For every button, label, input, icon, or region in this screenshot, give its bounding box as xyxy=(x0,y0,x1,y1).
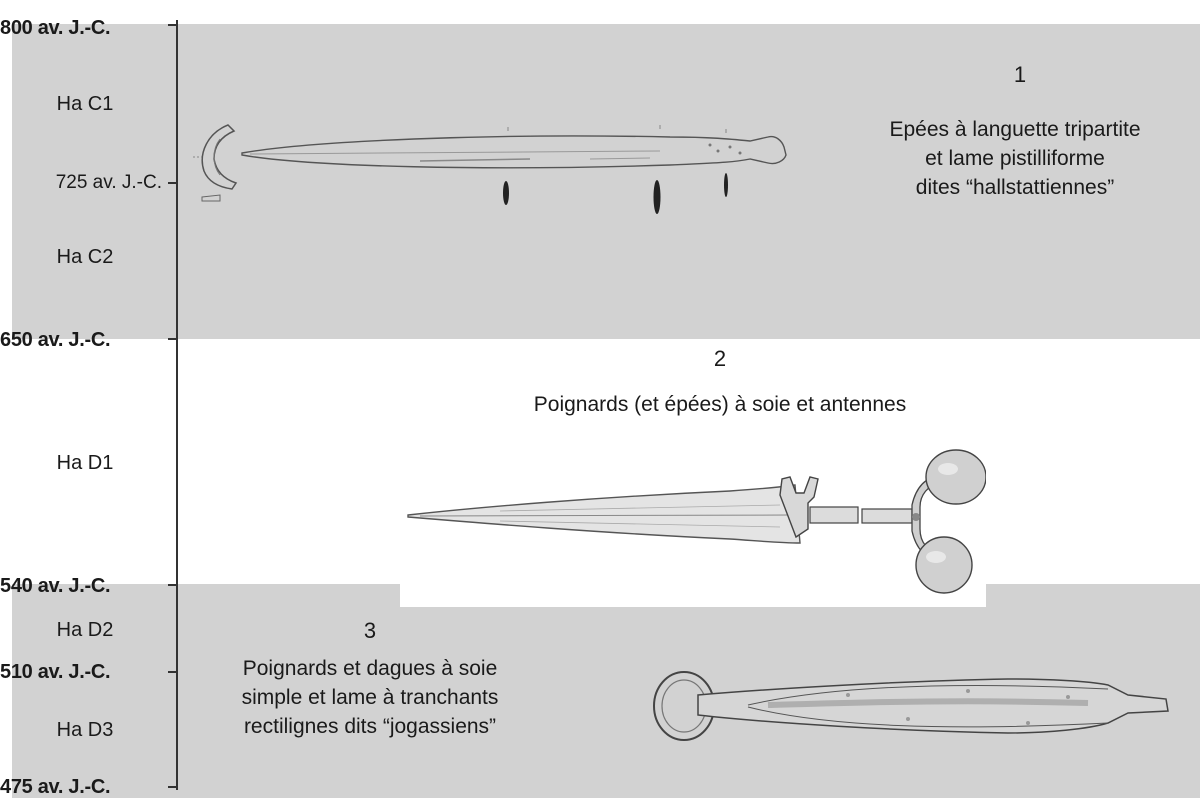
group-2-line-1: Poignards (et épées) à soie et antennes xyxy=(440,390,1000,419)
timeline-axis xyxy=(176,20,178,790)
group-1-caption: Epées à languette tripartite et lame pis… xyxy=(830,115,1200,202)
group-2-number: 2 xyxy=(700,346,740,372)
group-3-line-3: rectilignes dits “jogassiens” xyxy=(185,712,555,741)
date-475: 475 av. J.-C. xyxy=(0,776,170,799)
period-ha-c2: Ha C2 xyxy=(0,246,170,269)
hallstatt-sword-drawing xyxy=(190,115,800,220)
date-725: 725 av. J.-C. xyxy=(0,172,162,194)
group-1-line-1: Epées à languette tripartite xyxy=(830,115,1200,144)
tick-725 xyxy=(168,182,178,184)
group-3-line-1: Poignards et dagues à soie xyxy=(185,654,555,683)
period-ha-d3: Ha D3 xyxy=(0,719,170,742)
date-540: 540 av. J.-C. xyxy=(0,575,170,598)
date-800: 800 av. J.-C. xyxy=(0,17,170,40)
group-3-line-2: simple et lame à tranchants xyxy=(185,683,555,712)
group-3-caption: Poignards et dagues à soie simple et lam… xyxy=(185,654,555,741)
group-2-caption: Poignards (et épées) à soie et antennes xyxy=(440,390,1000,419)
group-1-line-3: dites “hallstattiennes” xyxy=(830,173,1200,202)
date-510: 510 av. J.-C. xyxy=(0,661,170,684)
jogassien-dagger-drawing xyxy=(648,665,1188,755)
group-3-number: 3 xyxy=(350,618,390,644)
period-ha-d2: Ha D2 xyxy=(0,619,170,642)
group-1-number: 1 xyxy=(1000,62,1040,88)
date-650: 650 av. J.-C. xyxy=(0,329,170,352)
period-ha-d1: Ha D1 xyxy=(0,452,170,475)
period-ha-c1: Ha C1 xyxy=(0,93,170,116)
group-1-line-2: et lame pistilliforme xyxy=(830,144,1200,173)
antenna-dagger-drawing xyxy=(400,447,986,607)
